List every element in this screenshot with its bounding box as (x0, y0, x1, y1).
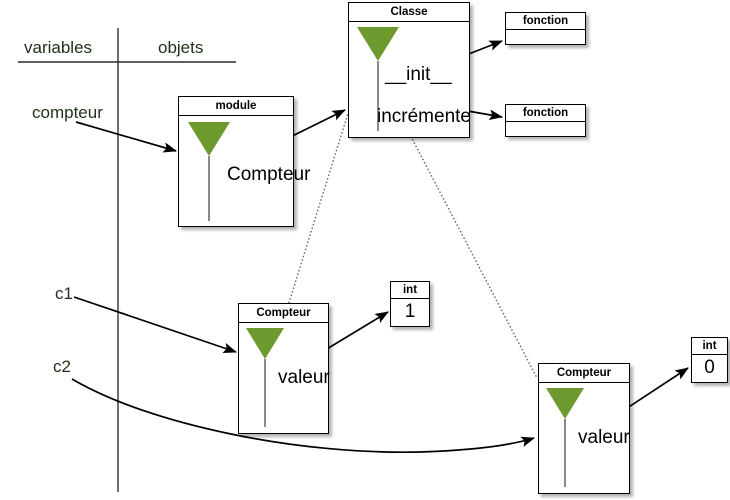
funnel-icon (246, 328, 284, 359)
object-box-classe: Classe __init__ incrémente (348, 2, 471, 138)
object-box-module-body: Compteur (179, 116, 310, 226)
arrow-compteur-to-module (75, 121, 177, 153)
object-box-module-header: module (179, 97, 293, 116)
member-label-valeur: valeur (278, 367, 330, 388)
variable-label-c2: c2 (53, 357, 71, 376)
object-box-module: module Compteur (178, 96, 310, 227)
object-box-compteur-instance-1: Compteur valeur (238, 303, 330, 434)
object-box-fonction-incremente-header: fonction (506, 105, 585, 122)
funnel-icon (357, 27, 399, 61)
object-box-int-1-value: 1 (404, 301, 416, 322)
object-box-compteur-instance-1-header: Compteur (239, 304, 328, 323)
object-box-fonction-init-header: fonction (506, 13, 585, 30)
object-box-int-1: int 1 (390, 281, 430, 327)
object-box-int-0-header: int (692, 338, 727, 355)
object-box-compteur-instance-2-header: Compteur (539, 364, 629, 383)
object-box-fonction-incremente: fonction (505, 104, 586, 137)
funnel-icon (546, 388, 584, 419)
member-label-compteur: Compteur (227, 164, 311, 185)
variable-label-compteur: compteur (32, 103, 103, 122)
object-box-classe-body: __init__ incrémente (349, 22, 471, 137)
object-box-int-1-body: 1 (391, 299, 429, 326)
object-box-int-0-value: 0 (704, 357, 715, 378)
object-box-compteur-instance-2-body: valeur (539, 383, 630, 493)
object-box-int-1-header: int (391, 282, 429, 299)
funnel-stem (376, 61, 380, 131)
funnel-icon (188, 122, 230, 156)
funnel-stem (263, 359, 267, 427)
member-label-init: __init__ (385, 64, 452, 85)
column-header-variables: variables (24, 38, 93, 57)
column-header-objets: objets (158, 38, 204, 57)
variable-label-c1: c1 (55, 284, 73, 303)
funnel-stem (563, 419, 567, 487)
object-box-int-0-body: 0 (692, 355, 727, 382)
object-box-fonction-incremente-body (506, 122, 585, 136)
member-label-incremente: incrémente (377, 106, 471, 127)
object-box-compteur-instance-2: Compteur valeur (538, 363, 630, 494)
funnel-stem (207, 156, 211, 221)
object-box-int-0: int 0 (691, 337, 728, 383)
member-label-valeur: valeur (578, 427, 630, 448)
object-box-classe-header: Classe (349, 3, 469, 22)
object-box-fonction-init: fonction (505, 12, 586, 45)
object-box-compteur-instance-1-body: valeur (239, 323, 330, 433)
arrow-c1-to-compteur-instance-1 (73, 296, 237, 353)
object-box-fonction-init-body (506, 30, 585, 44)
